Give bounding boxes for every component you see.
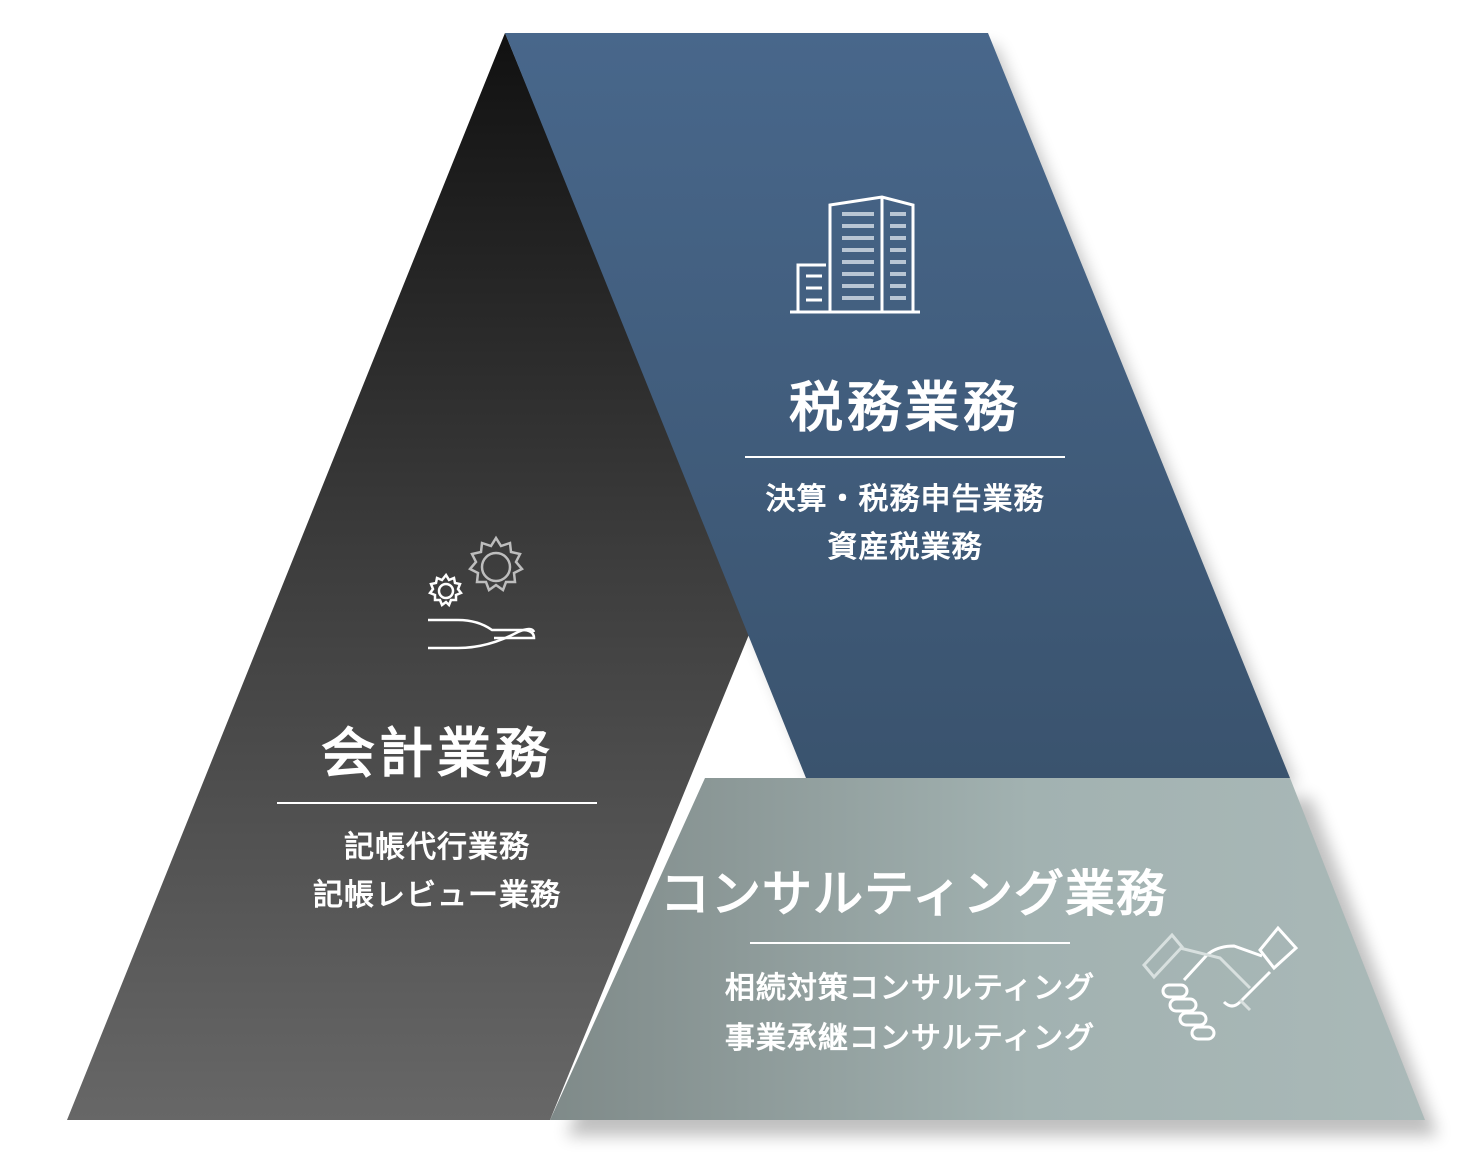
tax-section: 税務業務 決算・税務申告業務 資産税業務 (740, 372, 1070, 572)
handshake-icon (1142, 925, 1299, 1041)
tax-item: 決算・税務申告業務 (765, 482, 1045, 517)
accounting-item: 記帳代行業務 (344, 830, 530, 865)
consulting-title: コンサルティング業務 (660, 864, 1167, 923)
tax-item: 資産税業務 (827, 530, 983, 565)
building-icon (790, 195, 920, 314)
accounting-band (67, 33, 750, 1120)
consulting-band (550, 778, 1425, 1120)
consulting-section: コンサルティング業務 相続対策コンサルティング 事業承継コンサルティング (660, 860, 1167, 1064)
tax-band (505, 33, 1290, 778)
accounting-title: 会計業務 (321, 721, 553, 785)
consulting-divider (750, 942, 1070, 944)
tax-divider (745, 456, 1065, 458)
consulting-item: 相続対策コンサルティング (724, 971, 1096, 1006)
accounting-divider (277, 802, 597, 804)
accounting-item: 記帳レビュー業務 (313, 878, 561, 913)
consulting-item: 事業承継コンサルティング (724, 1021, 1096, 1056)
tax-title: 税務業務 (789, 375, 1021, 439)
accounting-section: 会計業務 記帳代行業務 記帳レビュー業務 (272, 718, 602, 920)
hand-gears-icon (428, 535, 536, 650)
